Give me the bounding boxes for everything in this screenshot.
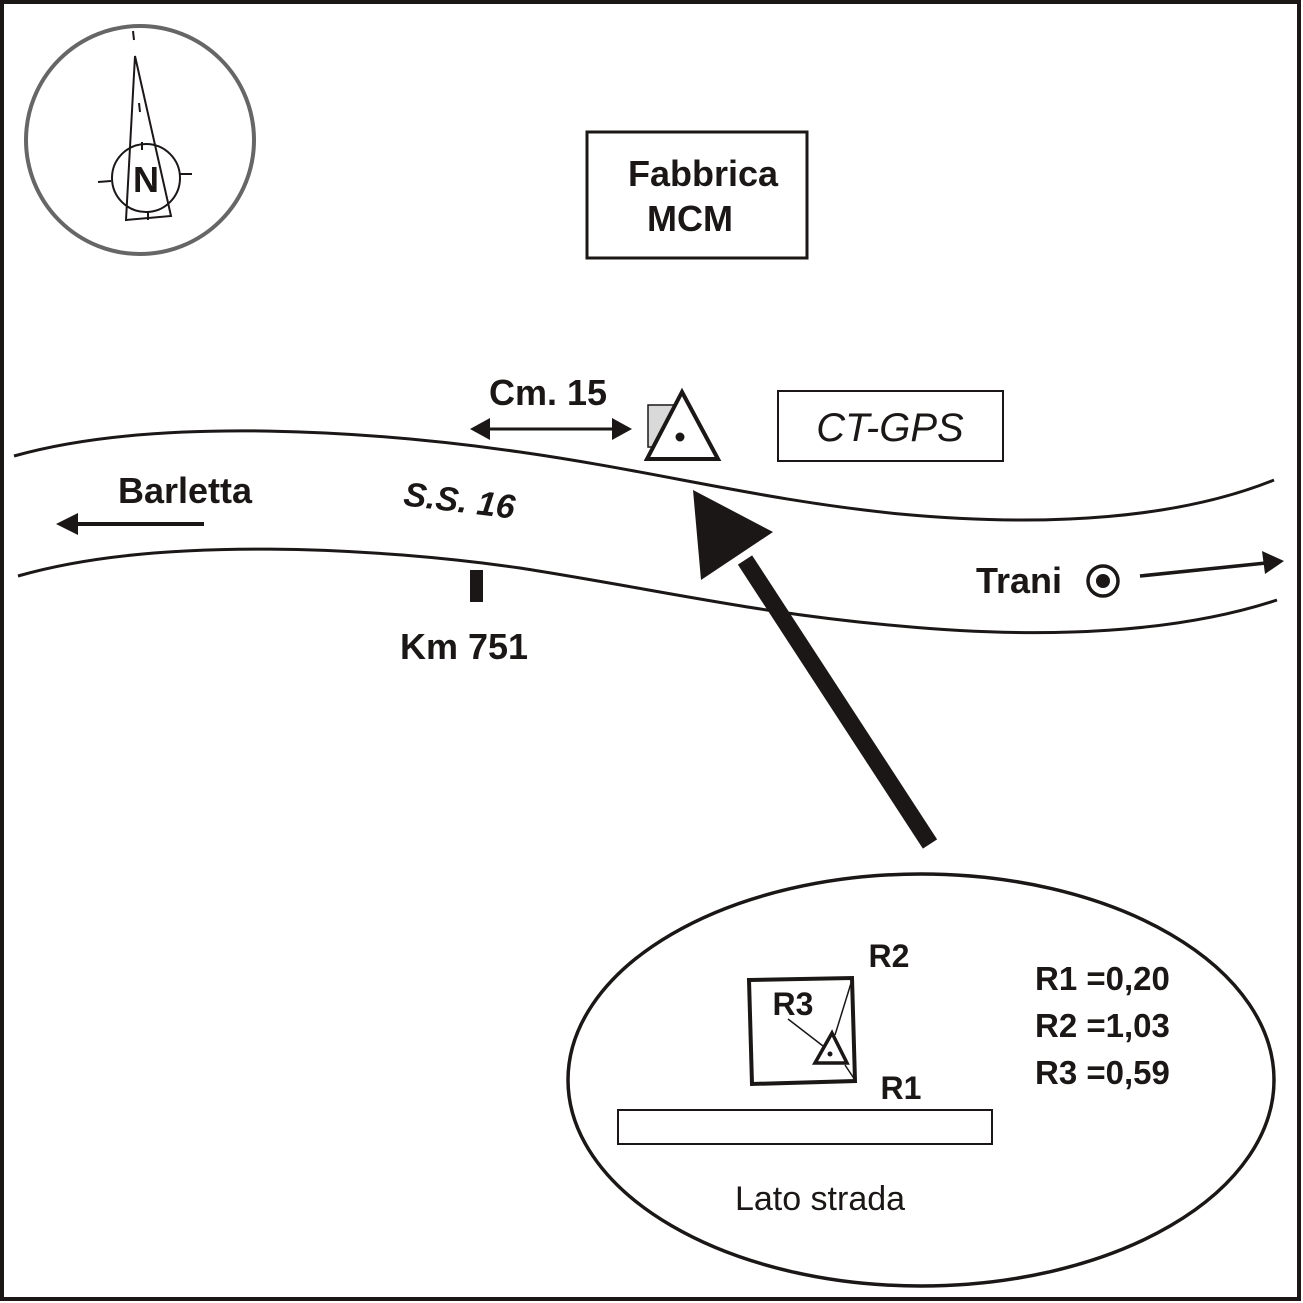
- detail-ellipse: [566, 872, 1276, 1288]
- measurement-r3: R3 =0,59: [1035, 1054, 1170, 1091]
- gps-station-icon: [643, 387, 722, 461]
- compass-ring: [24, 24, 256, 256]
- benchmark-triangle: [643, 387, 722, 461]
- r3-label: R3: [773, 986, 814, 1022]
- station-label: CT-GPS: [816, 406, 964, 450]
- compass-tick-top: [132, 30, 135, 41]
- barletta-label: Barletta: [118, 470, 253, 511]
- distance-indicator: Cm. 15: [470, 372, 632, 440]
- pointer-shaft: [737, 555, 938, 849]
- detail-pointer-arrow: [693, 490, 938, 849]
- measurement-r1: R1 =0,20: [1035, 960, 1170, 997]
- road-south-edge: [17, 547, 1278, 635]
- factory-box: Fabbrica MCM: [585, 130, 809, 260]
- measurement-r2: R2 =1,03: [1035, 1007, 1170, 1044]
- roadside-label: Lato strada: [735, 1180, 905, 1218]
- km-marker-post: [470, 570, 483, 602]
- factory-code: MCM: [647, 198, 733, 239]
- station-label-outline: [777, 390, 1004, 462]
- town-marker-ring: [1086, 564, 1120, 598]
- compass-tick-west: [97, 180, 112, 183]
- compass-center-ring: [111, 143, 181, 213]
- pointer-arrowhead: [693, 490, 773, 580]
- benchmark-dot: [675, 432, 685, 442]
- compass-north-label: N: [133, 159, 159, 200]
- distance-arrowhead-left: [470, 418, 490, 440]
- factory-outline: [585, 130, 809, 260]
- barletta-arrowhead: [56, 513, 78, 535]
- trani-label: Trani: [976, 560, 1062, 601]
- r2-label: R2: [869, 938, 910, 974]
- r2-line: [834, 979, 853, 1036]
- factory-name: Fabbrica: [628, 153, 779, 194]
- trani-arrow-line: [1139, 561, 1267, 578]
- km-marker-label: Km 751: [400, 626, 528, 667]
- r1-label: R1: [881, 1070, 922, 1106]
- roadside-bar: [617, 1109, 993, 1145]
- compass-icon: N: [24, 24, 256, 256]
- small-benchmark-triangle: [811, 1029, 850, 1065]
- town-marker-dot: [1096, 574, 1110, 588]
- small-benchmark-dot: [827, 1051, 833, 1057]
- station-label-box: CT-GPS: [777, 390, 1004, 462]
- trani-arrowhead: [1262, 551, 1284, 574]
- distance-label: Cm. 15: [489, 372, 607, 413]
- r3-line: [787, 1018, 824, 1047]
- pillar-square: [746, 975, 858, 1087]
- town-marker-icon: [1086, 564, 1120, 598]
- distance-arrowhead-right: [612, 418, 632, 440]
- road-north-edge: [13, 429, 1275, 522]
- compass-needle-mark: [138, 102, 141, 113]
- detail-inset: R2 R3 R1 R1 =0,20 R2 =1,03 R3 =0,59 Lato…: [566, 872, 1276, 1288]
- r1-line: [844, 1064, 856, 1081]
